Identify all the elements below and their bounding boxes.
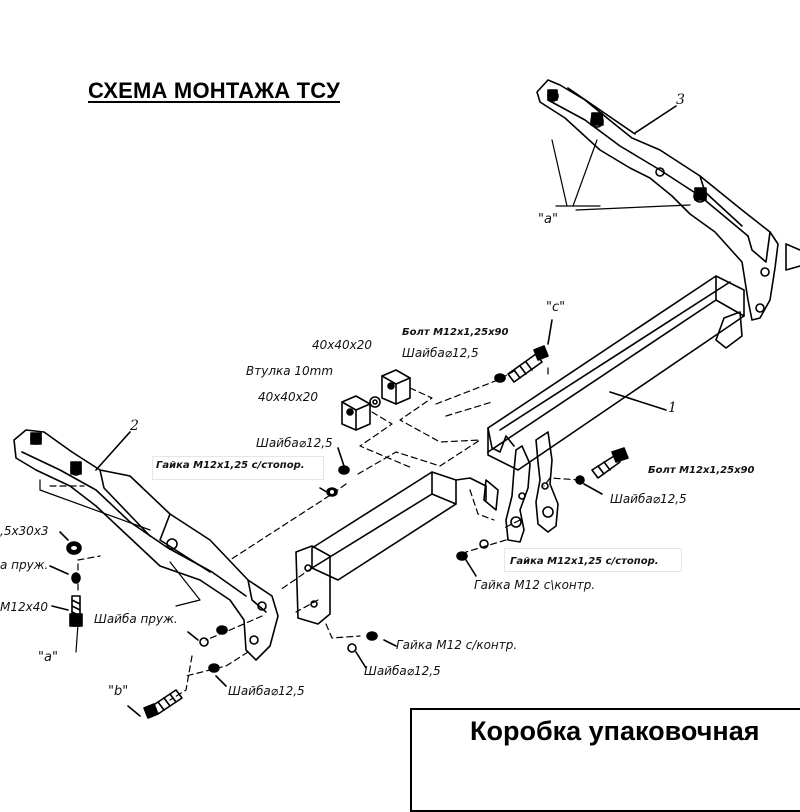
label-nut-lock-bottom: Гайка М12х1,25 с/стопор.	[510, 556, 659, 567]
label-nut-contr-bottom: Гайка М12 с/контр.	[396, 638, 518, 652]
letter-a-left: "а"	[38, 650, 58, 665]
part-number-3: 3	[676, 92, 685, 108]
packaging-box: Коробка упаковочная	[410, 708, 800, 812]
label-washer-top: Шайба⌀12,5	[402, 346, 479, 360]
crossbar-1	[487, 275, 745, 471]
letter-a-top: "а"	[538, 212, 558, 227]
center-tube	[295, 471, 487, 625]
label-nut-lock-left: Гайка М12х1,25 с/стопор.	[156, 460, 305, 471]
label-bolt-right: Болт М12х1,25х90	[648, 465, 755, 476]
label-size-40-top: 40x40x20	[312, 338, 373, 352]
label-washer-spring: Шайба пруж.	[94, 612, 178, 626]
label-washer-bottom-left: Шайба⌀12,5	[228, 684, 305, 698]
label-left-bolt: M12x40	[0, 600, 48, 614]
bracket-3	[536, 79, 779, 321]
label-bolt-top: Болт М12х1,25х90	[402, 327, 509, 338]
label-left-spring: а пруж.	[0, 558, 49, 572]
bolt-right	[575, 447, 629, 495]
label-left-washer-size: ,5х30х3	[0, 524, 49, 538]
bracket-2	[13, 429, 279, 661]
spacer-blocks	[341, 369, 411, 431]
letter-b: "b"	[108, 684, 129, 699]
label-nut-contr-mid: Гайка М12 с\контр.	[474, 578, 596, 592]
part-number-2: 2	[130, 418, 139, 434]
bolt-c	[507, 319, 553, 383]
tow-hook	[483, 431, 559, 543]
label-washer-right: Шайба⌀12,5	[610, 492, 687, 506]
label-washer-bottom-center: Шайба⌀12,5	[364, 664, 441, 678]
label-washer-mid-left: Шайба⌀12,5	[256, 436, 333, 450]
label-bushing: Втулка 10mm	[246, 364, 334, 378]
part-number-1: 1	[668, 400, 677, 416]
letter-c: "с"	[546, 300, 566, 315]
packaging-box-text: Коробка упаковочная	[470, 716, 760, 746]
label-size-40-bottom: 40x40x20	[258, 390, 319, 404]
page-title: СХЕМА МОНТАЖА ТСУ	[88, 78, 340, 103]
bolt-b	[127, 689, 183, 719]
